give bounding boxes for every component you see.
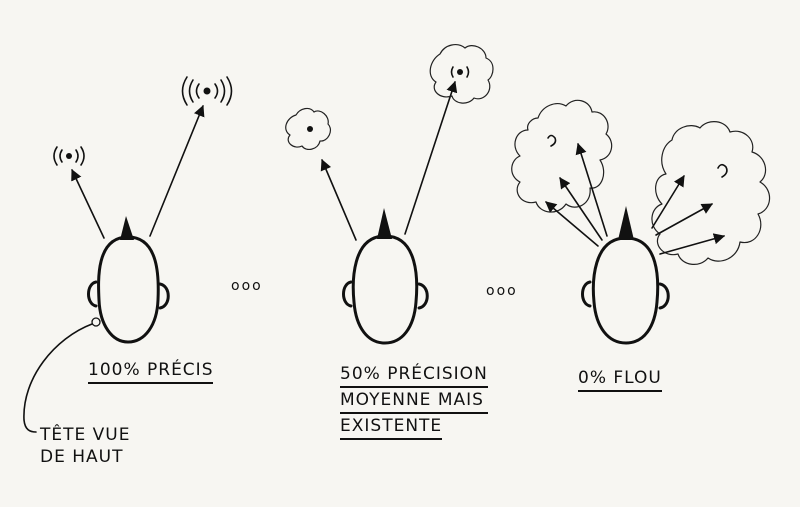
separator-dots: ooo [231,278,263,294]
sound-source-icon [53,146,85,166]
fuzzy-cloud-icon [651,121,771,265]
arrow-icon [71,168,105,239]
label-precise: 100% PRÉCIS [88,362,214,384]
arrow-icon [659,233,726,255]
fuzzy-cloud-icon [285,107,332,151]
label-average: 50% PRÉCISION MOYENNE MAIS EXISTENTE [340,366,488,440]
arrow-icon [545,201,599,247]
arrow-icon [149,104,205,237]
fuzzy-cloud-icon [511,99,613,213]
head-top-view-icon [87,216,170,344]
panel-blur [511,99,771,345]
arrow-icon [559,177,603,241]
head-top-view-icon [342,208,429,345]
panel-precise [53,76,233,344]
fuzzy-cloud-icon [429,44,494,104]
annotation-pointer [23,317,101,433]
label-blur: 0% FLOU [578,370,662,392]
arrow-icon [575,142,608,237]
arrow-icon [320,158,357,241]
annotation-label: TÊTE VUE DE HAUT [40,425,131,467]
sound-source-icon [181,76,233,106]
separator-dots: ooo [486,283,518,299]
head-top-view-icon [581,206,670,345]
panel-average [285,44,494,345]
arrow-icon [651,175,685,229]
arrow-icon [655,203,713,236]
arrow-icon [404,80,458,235]
